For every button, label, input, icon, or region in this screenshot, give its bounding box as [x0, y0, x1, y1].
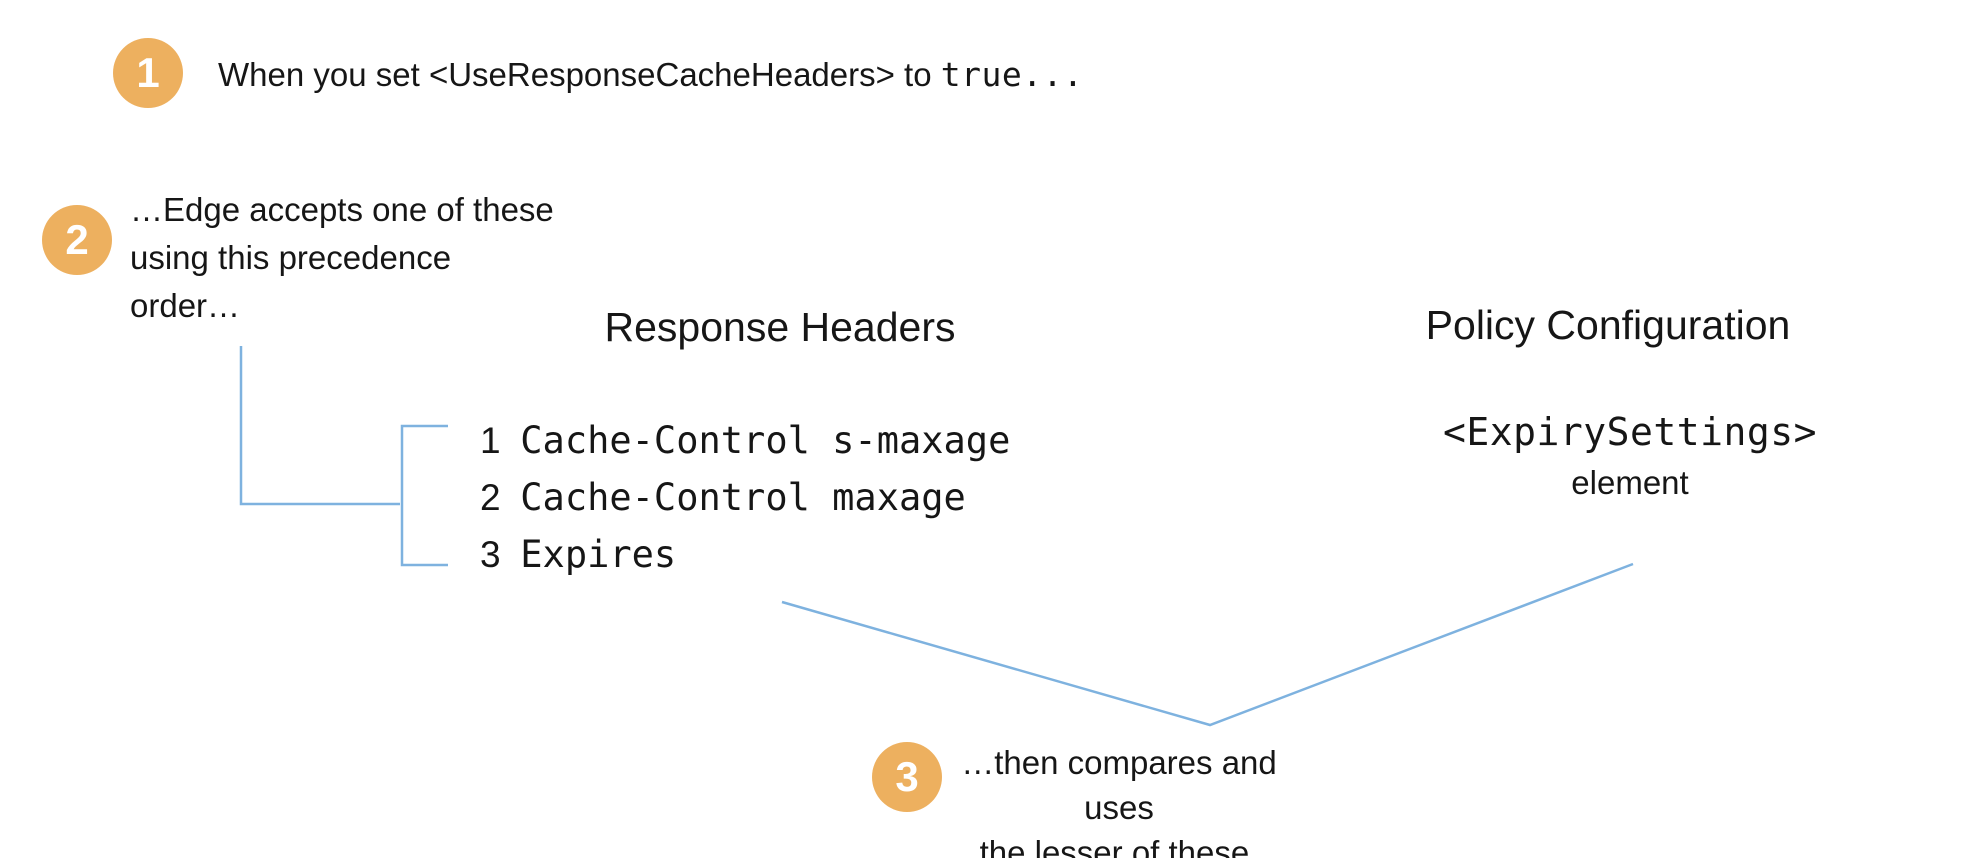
expiry-settings-label: element	[1571, 464, 1689, 501]
list-item-s-maxage: 1 Cache-Control s-maxage	[480, 412, 1010, 469]
list-item-expires: 3 Expires	[480, 526, 1010, 583]
step-1-badge: 1	[113, 38, 183, 108]
list-item-rank: 3	[480, 534, 501, 575]
list-item-maxage: 2 Cache-Control maxage	[480, 469, 1010, 526]
step-2-text: …Edge accepts one of these using this pr…	[130, 186, 554, 330]
step-3-line-2: the lesser of these.	[979, 834, 1259, 858]
list-item-text: Expires	[520, 533, 677, 576]
expiry-settings-element: <ExpirySettings> element	[1400, 410, 1860, 502]
step-1-text-sans: When you set <UseResponseCacheHeaders> t…	[218, 56, 941, 93]
step-1-code-true: true...	[940, 55, 1084, 94]
list-item-text: Cache-Control maxage	[520, 476, 966, 519]
compare-v-line	[781, 562, 1634, 727]
step-2-badge: 2	[42, 205, 112, 275]
list-item-text: Cache-Control s-maxage	[520, 419, 1011, 462]
precedence-elbow-line	[239, 346, 400, 506]
step-3-badge: 3	[872, 742, 942, 812]
step-1-text: When you set <UseResponseCacheHeaders> t…	[218, 55, 1083, 94]
policy-configuration-title: Policy Configuration	[1425, 302, 1791, 348]
precedence-bracket-line	[400, 424, 448, 567]
step-3-text: …then compares and uses the lesser of th…	[949, 740, 1289, 858]
response-headers-title: Response Headers	[604, 304, 956, 350]
list-item-rank: 1	[480, 420, 501, 461]
expiry-settings-code: <ExpirySettings>	[1442, 410, 1818, 454]
step-2-line-2: using this precedence	[130, 239, 452, 276]
step-3-line-1: …then compares and uses	[961, 744, 1277, 826]
step-2-line-3: order…	[130, 287, 241, 324]
list-item-rank: 2	[480, 477, 501, 518]
step-2-line-1: …Edge accepts one of these	[130, 191, 554, 228]
response-headers-list: 1 Cache-Control s-maxage 2 Cache-Control…	[480, 412, 1010, 583]
